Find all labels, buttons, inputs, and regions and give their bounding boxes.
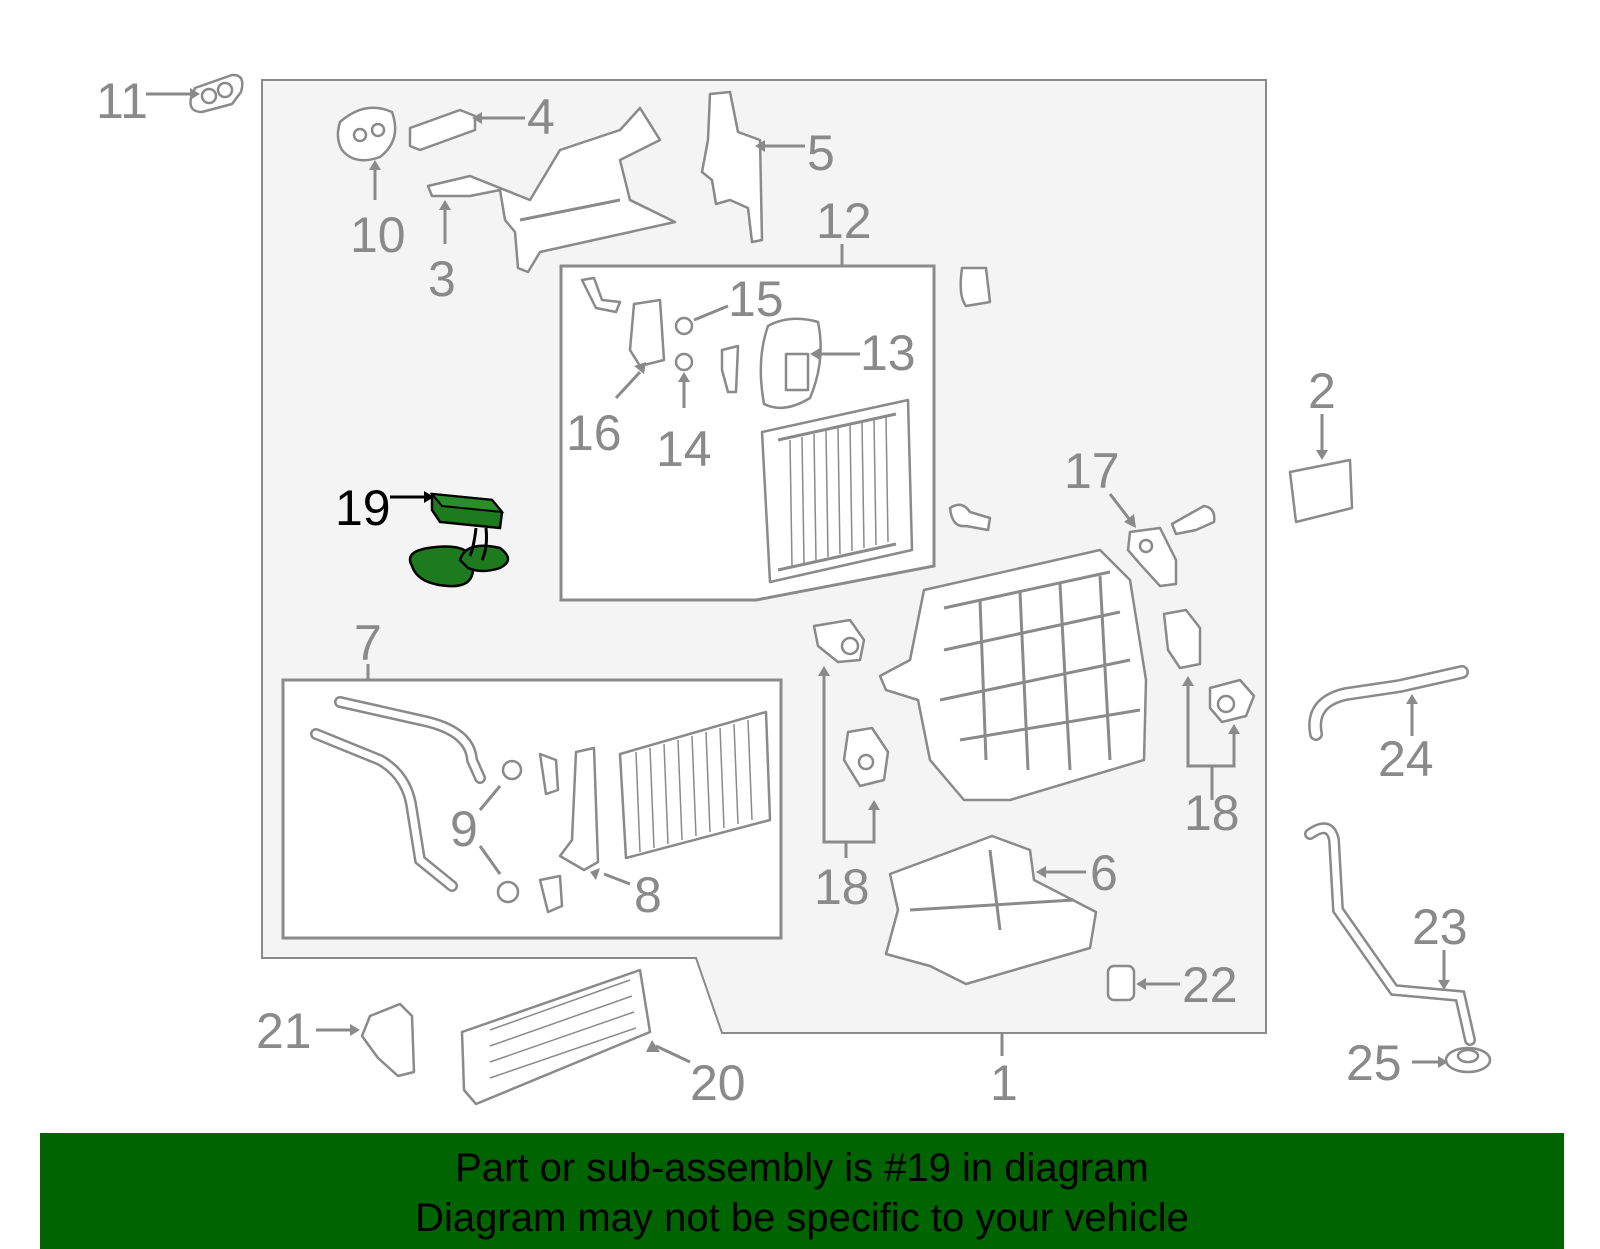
part-10-seal	[336, 106, 397, 200]
callout-3: 3	[428, 251, 456, 307]
part-16-valve	[614, 298, 666, 400]
callout-19[interactable]: 19	[335, 480, 391, 536]
callout-2: 2	[1308, 363, 1336, 419]
part-18-actuator-left	[812, 618, 890, 788]
part-22-bushing	[1106, 964, 1180, 1002]
evaporator-core	[760, 398, 914, 584]
callout-10: 10	[350, 207, 406, 263]
banner-line-2: Diagram may not be specific to your vehi…	[415, 1196, 1189, 1240]
banner-line-1: Part or sub-assembly is #19 in diagram	[455, 1146, 1149, 1190]
part-19-sensor[interactable]	[390, 491, 510, 588]
part-18-actuator-right	[1162, 608, 1256, 724]
part-3-bracket	[426, 106, 677, 274]
bolt-part	[1170, 504, 1216, 536]
part-8-bracket	[558, 746, 631, 886]
callout-21: 21	[256, 1003, 312, 1059]
callout-20: 20	[690, 1055, 746, 1111]
part-17-actuator	[1108, 493, 1178, 588]
part-24-hose	[1308, 665, 1469, 741]
clip-part	[538, 752, 560, 796]
part-25-grommet	[1412, 1046, 1492, 1074]
part-11-grommet	[146, 73, 244, 114]
leader-18-right	[1186, 686, 1236, 800]
callout-22: 22	[1182, 957, 1238, 1013]
clip-part	[538, 874, 564, 914]
part-7-heater-pipes	[310, 696, 486, 892]
part-20-filter	[460, 968, 691, 1106]
callout-25: 25	[1346, 1035, 1402, 1091]
part-14-oring	[674, 352, 694, 408]
callout-6: 6	[1090, 845, 1118, 901]
bolt-part	[948, 503, 992, 532]
part-6-case	[884, 834, 1098, 986]
callout-7: 7	[354, 615, 382, 671]
callout-23: 23	[1412, 899, 1468, 955]
small-bracket-part	[720, 344, 740, 394]
bolt-part	[580, 276, 622, 314]
callout-1: 1	[990, 1055, 1018, 1111]
part-2-module	[1288, 414, 1354, 524]
callout-18-right: 18	[1184, 785, 1240, 841]
part-21-bracket	[316, 1002, 416, 1078]
callout-16: 16	[566, 405, 622, 461]
callout-17: 17	[1064, 443, 1120, 499]
callout-11: 11	[96, 73, 148, 129]
heater-core	[618, 710, 772, 860]
part-15-oring	[674, 304, 729, 336]
callout-18-left: 18	[814, 859, 870, 915]
leader-18-left	[822, 676, 876, 858]
clip-part	[959, 266, 992, 308]
callout-15: 15	[728, 271, 784, 327]
callout-13: 13	[860, 325, 916, 381]
part-5-duct	[700, 90, 805, 244]
part-23-tube	[1304, 822, 1476, 1046]
callout-14: 14	[656, 421, 712, 477]
callout-4: 4	[527, 89, 555, 145]
callout-24: 24	[1378, 731, 1434, 787]
callout-5: 5	[807, 125, 835, 181]
info-banner: Part or sub-assembly is #19 in diagram D…	[40, 1133, 1564, 1249]
callout-9: 9	[450, 801, 478, 857]
part-4-cover	[408, 108, 525, 152]
hvac-case	[878, 548, 1148, 802]
part-13-cover	[759, 317, 860, 410]
callout-8: 8	[634, 867, 662, 923]
part-9-orings	[478, 759, 523, 904]
callout-12: 12	[816, 193, 872, 249]
